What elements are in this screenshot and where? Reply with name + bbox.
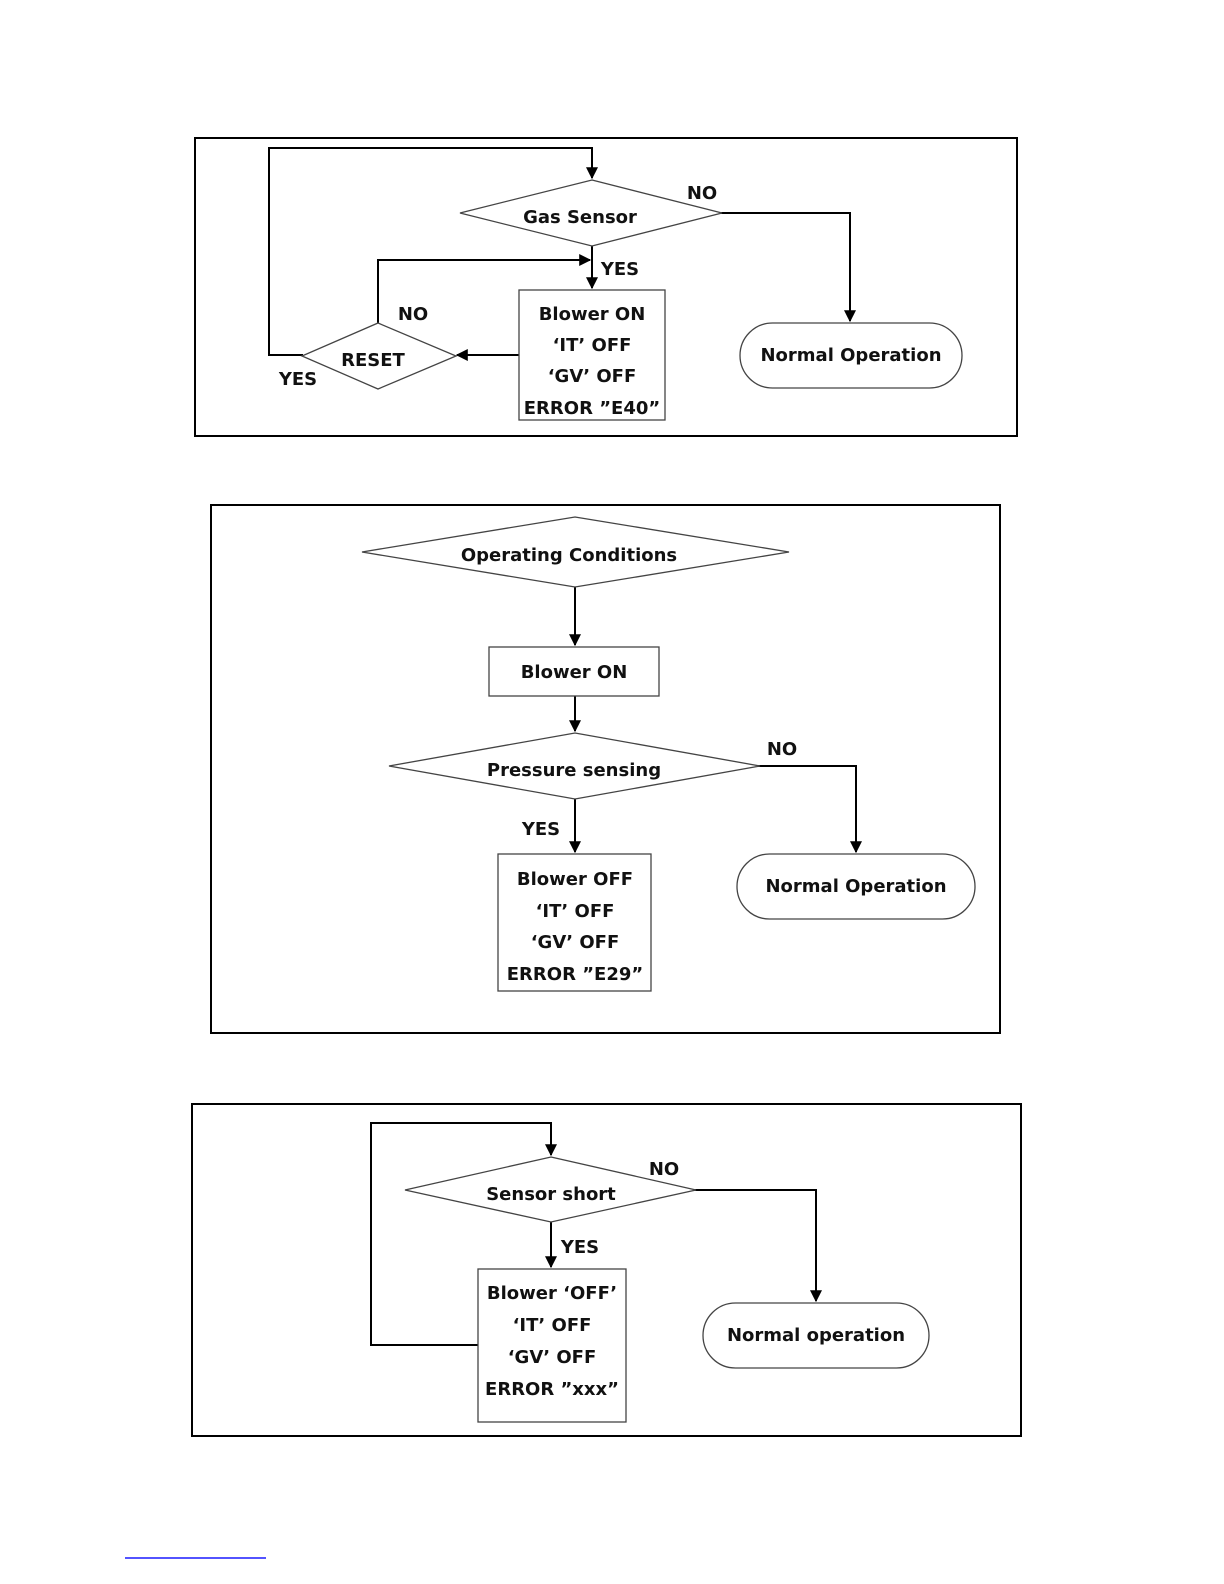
terminal-label: Normal Operation: [765, 876, 946, 897]
connector-sensor-no: [694, 1190, 816, 1301]
decision-sensor-short-label: Sensor short: [486, 1184, 616, 1205]
terminal-label: Normal operation: [727, 1325, 905, 1346]
reset-no-label: NO: [398, 304, 428, 325]
action-line: Blower ON: [539, 304, 646, 325]
action-line: ERROR ”xxx”: [485, 1379, 619, 1400]
decision-operating-conditions-label: Operating Conditions: [461, 545, 677, 566]
no-label: NO: [687, 183, 717, 204]
flowchart-operating-conditions: Operating Conditions Blower ON Pressure …: [211, 505, 1000, 1033]
yes-label: YES: [560, 1237, 599, 1258]
flowchart-sensor-short: Sensor short NO YES Blower ‘OFF’ ‘IT’ OF…: [192, 1104, 1021, 1436]
reset-yes-label: YES: [278, 369, 317, 390]
connector-pressure-no: [758, 766, 856, 852]
yes-label: YES: [600, 259, 639, 280]
step-label: Blower ON: [521, 662, 628, 683]
flowchart-gas-sensor: Gas Sensor NO YES Blower ON ‘IT’ OFF ‘GV…: [195, 138, 1017, 436]
no-label: NO: [767, 739, 797, 760]
action-line: ‘IT’ OFF: [513, 1315, 592, 1336]
action-line: ‘IT’ OFF: [553, 335, 632, 356]
action-line: ‘GV’ OFF: [548, 366, 637, 387]
action-line: ‘GV’ OFF: [508, 1347, 597, 1368]
yes-label: YES: [521, 819, 560, 840]
action-line: ‘IT’ OFF: [536, 901, 615, 922]
no-label: NO: [649, 1159, 679, 1180]
connector-gas-no: [720, 213, 850, 321]
action-line: ERROR ”E40”: [524, 398, 660, 419]
action-line: Blower ‘OFF’: [487, 1283, 617, 1304]
action-line: ‘GV’ OFF: [531, 932, 620, 953]
decision-reset-label: RESET: [341, 350, 405, 371]
action-line: ERROR ”E29”: [507, 964, 643, 985]
decision-pressure-sensing-label: Pressure sensing: [487, 760, 661, 781]
terminal-label: Normal Operation: [760, 345, 941, 366]
action-line: Blower OFF: [517, 869, 633, 890]
decision-gas-sensor-label: Gas Sensor: [523, 207, 637, 228]
